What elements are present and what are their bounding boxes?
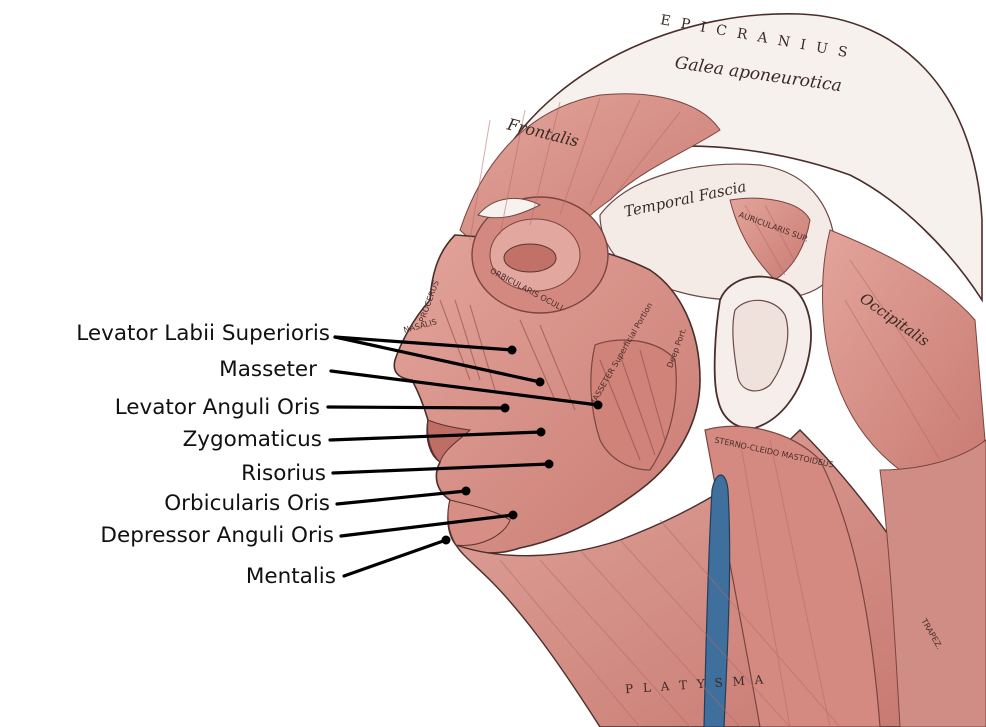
label-masseter: Masseter: [219, 357, 317, 382]
label-levator-labii-superioris: Levator Labii Superioris: [76, 321, 330, 346]
dot-mentalis: [442, 536, 451, 545]
label-mentalis: Mentalis: [246, 564, 336, 589]
label-levator-anguli-oris: Levator Anguli Oris: [115, 395, 320, 420]
dot-zygomaticus: [537, 428, 546, 437]
dot-orbicularis-oris: [462, 487, 471, 496]
label-risorius: Risorius: [241, 461, 326, 486]
leader-levator-anguli-oris: [328, 407, 505, 408]
dot-levator-labii-superioris-a: [508, 346, 517, 355]
dot-levator-labii-superioris-b: [536, 378, 545, 387]
label-zygomaticus: Zygomaticus: [183, 427, 322, 452]
dot-levator-anguli-oris: [501, 404, 510, 413]
callout-labels: Levator Labii Superioris Masseter Levato…: [76, 321, 336, 589]
label-orbicularis-oris: Orbicularis Oris: [164, 491, 330, 516]
dot-depressor-anguli-oris: [509, 511, 518, 520]
dot-masseter: [594, 401, 603, 410]
leader-mentalis: [344, 540, 446, 576]
label-depressor-anguli-oris: Depressor Anguli Oris: [100, 523, 334, 548]
dot-risorius: [545, 460, 554, 469]
eye: [504, 244, 556, 272]
